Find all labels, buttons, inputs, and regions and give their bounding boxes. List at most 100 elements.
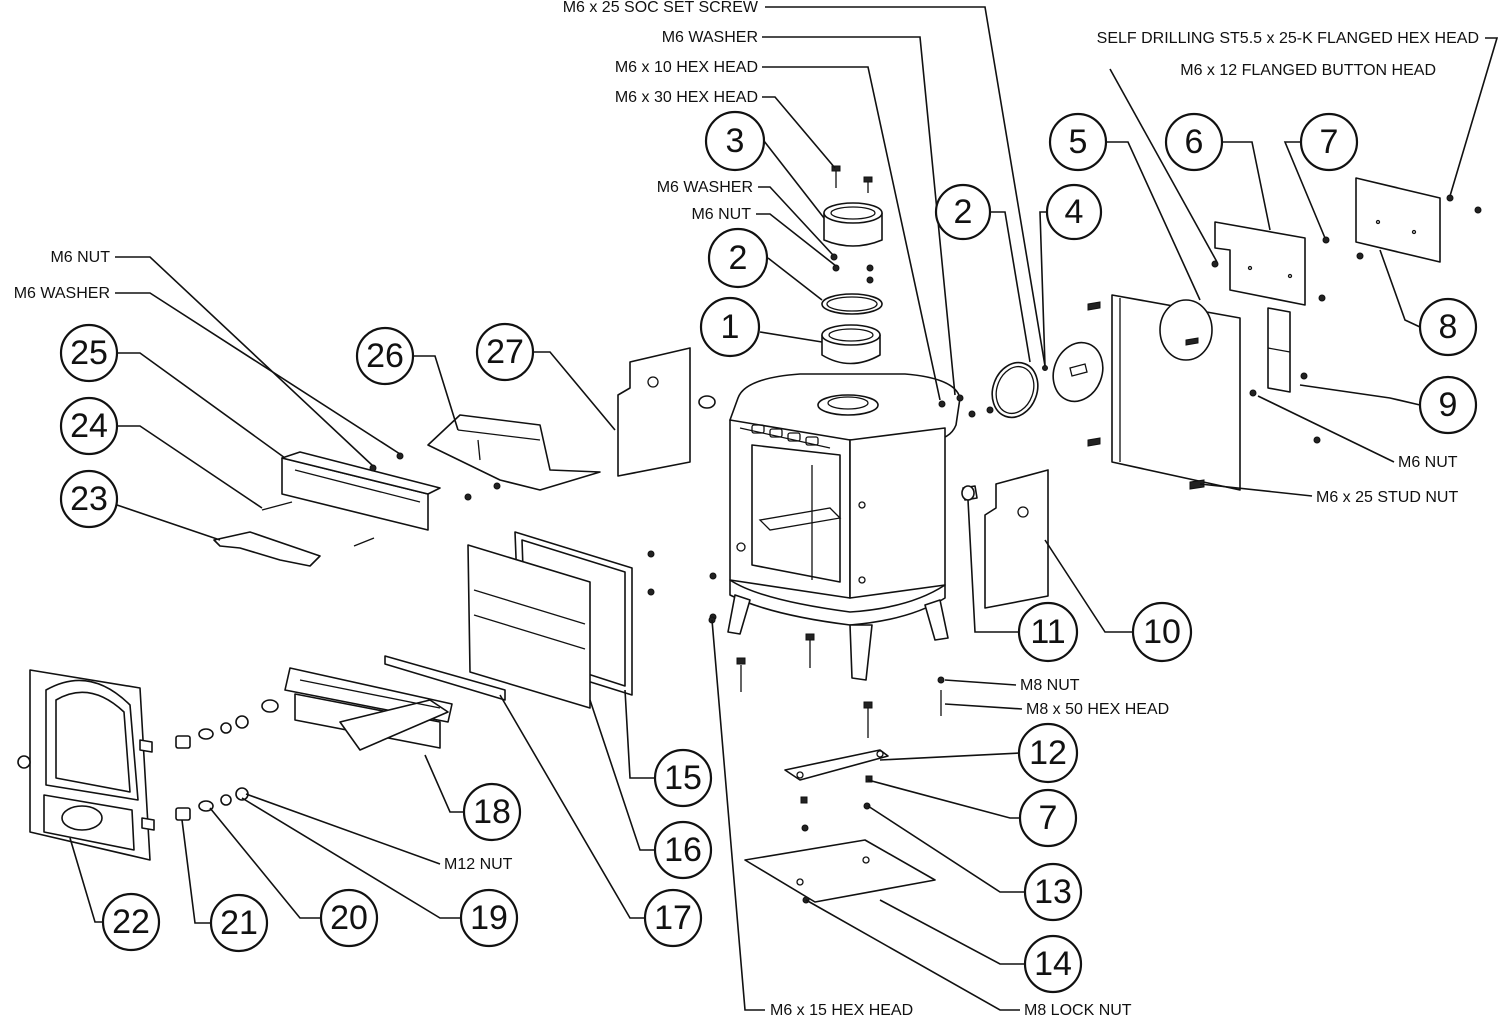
rear-fixings bbox=[938, 394, 994, 418]
label-m6-washer-top: M6 WASHER bbox=[662, 29, 758, 46]
label-m6-washer-mid: M6 WASHER bbox=[657, 179, 753, 196]
callout-10: 10 bbox=[1131, 601, 1193, 663]
svg-text:21: 21 bbox=[220, 904, 258, 942]
part-24-pins bbox=[261, 501, 375, 547]
part-11-spacer bbox=[961, 485, 978, 501]
callout-18: 18 bbox=[462, 782, 522, 842]
svg-text:19: 19 bbox=[470, 899, 508, 937]
callout-12: 12 bbox=[1017, 722, 1079, 784]
callout-27: 27 bbox=[475, 322, 535, 382]
label-m6-nut-mid: M6 NUT bbox=[691, 206, 751, 223]
label-self-drilling-screw: SELF DRILLING ST5.5 x 25-K FLANGED HEX H… bbox=[1097, 30, 1479, 47]
label-m6-washer-left: M6 WASHER bbox=[14, 285, 110, 302]
label-m6-30-hex-head: M6 x 30 HEX HEAD bbox=[615, 89, 758, 106]
svg-text:22: 22 bbox=[112, 903, 150, 941]
svg-text:2: 2 bbox=[729, 239, 748, 277]
callout-4: 4 bbox=[1045, 183, 1103, 241]
label-m12-nut: M12 NUT bbox=[444, 856, 513, 873]
svg-text:14: 14 bbox=[1034, 945, 1072, 983]
svg-text:23: 23 bbox=[70, 480, 108, 518]
leader-lines bbox=[69, 6, 1499, 1011]
svg-text:8: 8 bbox=[1439, 308, 1458, 346]
callout-15: 15 bbox=[653, 748, 713, 808]
callout-7-base: 7 bbox=[1018, 788, 1078, 848]
svg-text:15: 15 bbox=[664, 759, 702, 797]
part-26-baffle bbox=[427, 414, 601, 501]
svg-text:24: 24 bbox=[70, 407, 108, 445]
part-1-flue-collar bbox=[821, 324, 881, 365]
callout-24: 24 bbox=[59, 396, 119, 456]
callout-6: 6 bbox=[1164, 112, 1224, 172]
callout-20: 20 bbox=[319, 888, 379, 948]
part-3-top-collar bbox=[823, 202, 883, 247]
callout-2-rear: 2 bbox=[934, 183, 992, 241]
svg-text:11: 11 bbox=[1030, 613, 1065, 651]
part-6-bracket-plate bbox=[1211, 221, 1330, 306]
part-14-base-plate bbox=[744, 839, 936, 903]
hardware-labels: M6 x 25 SOC SET SCREW M6 WASHER M6 x 10 … bbox=[14, 0, 1479, 1017]
callout-23: 23 bbox=[59, 469, 119, 529]
svg-text:7: 7 bbox=[1039, 799, 1058, 837]
part-2-gasket-ring bbox=[821, 293, 883, 315]
callout-25: 25 bbox=[59, 323, 119, 383]
label-m8-50-hex-head: M8 x 50 HEX HEAD bbox=[1026, 701, 1169, 718]
part-25-air-box bbox=[281, 451, 441, 531]
svg-text:2: 2 bbox=[954, 193, 973, 231]
part-8-plate bbox=[1355, 177, 1482, 263]
svg-text:5: 5 bbox=[1069, 123, 1088, 161]
svg-text:6: 6 bbox=[1185, 123, 1204, 161]
callout-1: 1 bbox=[699, 296, 761, 358]
svg-text:7: 7 bbox=[1320, 123, 1339, 161]
label-m8-lock-nut: M8 LOCK NUT bbox=[1024, 1002, 1132, 1017]
svg-text:13: 13 bbox=[1034, 873, 1072, 911]
svg-text:10: 10 bbox=[1143, 613, 1181, 651]
label-m6-nut-left: M6 NUT bbox=[50, 249, 110, 266]
callout-8: 8 bbox=[1418, 297, 1478, 357]
part-22-door bbox=[17, 669, 155, 861]
part-23-slider bbox=[213, 531, 321, 567]
svg-text:26: 26 bbox=[366, 337, 404, 375]
svg-text:17: 17 bbox=[654, 899, 692, 937]
hinge-hardware bbox=[175, 715, 249, 821]
callout-2-top: 2 bbox=[707, 227, 769, 289]
callout-3: 3 bbox=[704, 110, 766, 172]
svg-text:18: 18 bbox=[473, 793, 511, 831]
part-4-rear-cover bbox=[1042, 341, 1104, 403]
stove-body bbox=[727, 373, 961, 681]
part-2-rear-gasket bbox=[991, 361, 1039, 419]
part-10-side-panel bbox=[984, 469, 1049, 609]
svg-text:25: 25 bbox=[70, 334, 108, 372]
part-27-side-panel bbox=[617, 347, 716, 477]
callout-26: 26 bbox=[355, 326, 415, 386]
svg-text:9: 9 bbox=[1439, 386, 1458, 424]
part-9-plate bbox=[1267, 307, 1308, 393]
svg-text:4: 4 bbox=[1065, 193, 1084, 231]
svg-text:27: 27 bbox=[486, 333, 524, 371]
callout-7-top: 7 bbox=[1299, 112, 1359, 172]
label-m6-25-stud-nut: M6 x 25 STUD NUT bbox=[1316, 489, 1458, 506]
svg-text:20: 20 bbox=[330, 899, 368, 937]
callout-13: 13 bbox=[1023, 862, 1083, 922]
base-hardware bbox=[708, 616, 945, 904]
label-m6-15-hex-head: M6 x 15 HEX HEAD bbox=[770, 1002, 913, 1017]
label-m8-nut: M8 NUT bbox=[1020, 677, 1080, 694]
callout-21: 21 bbox=[209, 893, 269, 953]
callout-14: 14 bbox=[1023, 934, 1083, 994]
callout-5: 5 bbox=[1048, 112, 1108, 172]
callout-17: 17 bbox=[643, 888, 703, 948]
svg-text:3: 3 bbox=[726, 122, 745, 160]
callout-22: 22 bbox=[101, 892, 161, 952]
part-18-grate bbox=[261, 667, 453, 751]
callout-19: 19 bbox=[459, 888, 519, 948]
label-m6-12-flanged-button-head: M6 x 12 FLANGED BUTTON HEAD bbox=[1180, 62, 1436, 79]
part-5-rear-heat-shield bbox=[1087, 294, 1321, 491]
callout-bubbles: 1 2 2 3 4 5 6 7 7 8 9 10 11 12 13 14 15 … bbox=[59, 110, 1478, 994]
svg-text:1: 1 bbox=[721, 308, 740, 346]
part-16-glass bbox=[467, 544, 717, 709]
part-17-rail bbox=[384, 655, 506, 701]
svg-text:16: 16 bbox=[664, 831, 702, 869]
label-m6-10-hex-head: M6 x 10 HEX HEAD bbox=[615, 59, 758, 76]
callout-9: 9 bbox=[1418, 375, 1478, 435]
callout-16: 16 bbox=[653, 820, 713, 880]
